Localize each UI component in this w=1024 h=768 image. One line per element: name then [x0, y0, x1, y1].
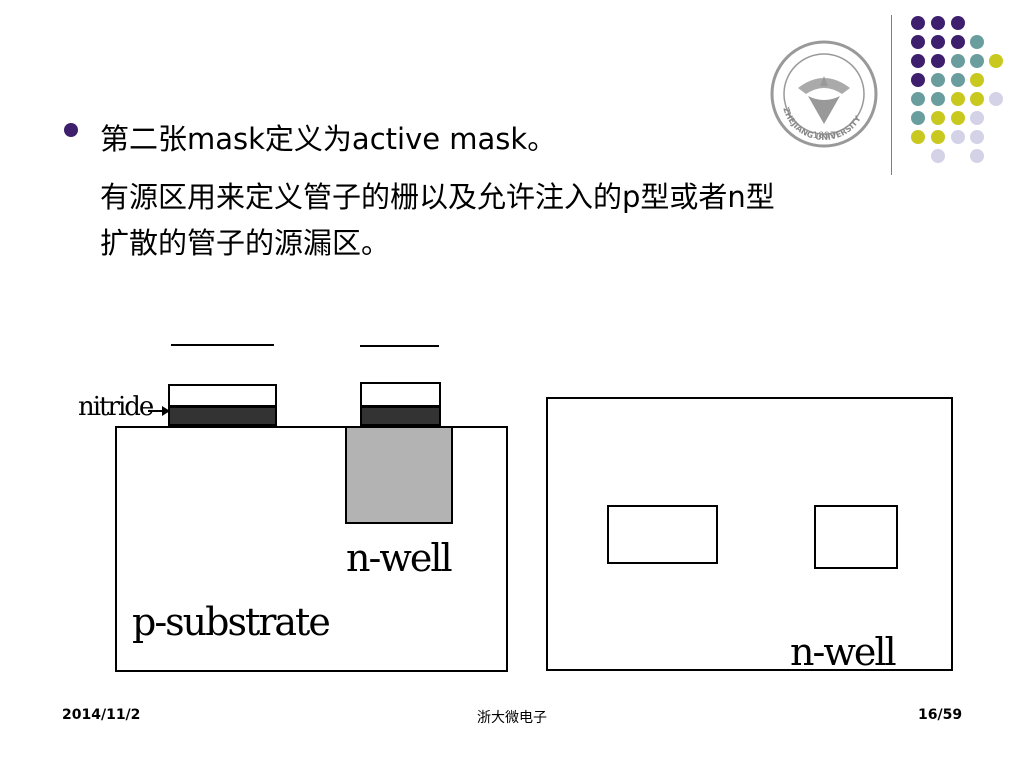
- body-text-line3: 扩散的管子的源漏区。: [100, 226, 391, 260]
- mask-line-right: [360, 345, 439, 347]
- nitride-arrow-icon: [148, 406, 170, 416]
- active-region-right: [814, 505, 898, 569]
- n-well-label-topview: n-well: [790, 630, 897, 674]
- active-region-left: [607, 505, 718, 564]
- university-logo: 1897 ZHEJIANG UNIVERSITY: [770, 40, 878, 148]
- bullet-dot: [64, 123, 78, 137]
- body-text-line2: 有源区用来定义管子的栅以及允许注入的p型或者n型: [100, 180, 775, 214]
- bullet-text-line1: 第二张mask定义为active mask。: [100, 122, 557, 156]
- footer-date: 2014/11/2: [62, 707, 141, 723]
- mask-line-left: [171, 344, 274, 346]
- n-well-label: n-well: [346, 536, 453, 580]
- footer-title: 浙大微电子: [477, 710, 547, 726]
- nitride-layer-right: [360, 382, 441, 407]
- oxide-layer-left: [168, 406, 277, 426]
- p-substrate-label: p-substrate: [132, 600, 331, 644]
- nitride-label: nitride: [78, 392, 154, 422]
- n-well-region: [345, 426, 453, 524]
- oxide-layer-right: [360, 406, 441, 426]
- nitride-layer-left: [168, 384, 277, 407]
- logo-separator: [891, 15, 892, 175]
- svg-text:1897: 1897: [813, 131, 836, 141]
- footer-page-number: 16/59: [918, 707, 963, 723]
